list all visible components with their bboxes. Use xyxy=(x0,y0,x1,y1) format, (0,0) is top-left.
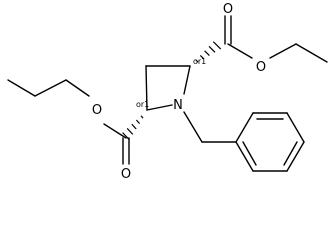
right-o-ch2-bond xyxy=(269,43,297,59)
right-ester-oxygen-label: O xyxy=(256,60,266,75)
left-ch2-ch3-bond xyxy=(34,79,67,97)
phenyl-inner-double-bond-3 xyxy=(242,141,257,166)
phenyl-ring xyxy=(235,112,305,172)
left-ester-oxygen-label: O xyxy=(92,103,102,118)
chemical-structure: N O O O O or1 or1 xyxy=(7,2,328,182)
left-ester-group xyxy=(7,79,144,165)
left-o-ch2-bond xyxy=(65,79,90,97)
right-ester-group xyxy=(195,15,328,63)
azetidine-ring xyxy=(145,65,191,111)
right-ester-c-o-bond xyxy=(227,43,253,59)
right-carbonyl-oxygen-label: O xyxy=(223,2,233,17)
ring-bond-c2-n xyxy=(183,65,191,95)
ring-nitrogen-label: N xyxy=(173,98,183,113)
left-stereo-label: or1 xyxy=(136,100,149,109)
phenyl-inner-double-bond-2 xyxy=(283,141,298,166)
n-ch2-bond xyxy=(183,111,203,143)
left-carbonyl-oxygen-label: O xyxy=(121,167,131,182)
ring-bond-c4-n xyxy=(146,104,173,111)
left-ch3-tail-bond xyxy=(7,79,36,97)
right-hashed-wedge-bond xyxy=(195,41,222,63)
left-ester-c-o-bond xyxy=(103,123,127,139)
right-stereo-label: or1 xyxy=(193,57,206,66)
ring-bond-ch2-c4 xyxy=(145,65,148,111)
right-ch2-ch3-bond xyxy=(295,43,328,63)
benzyl-group xyxy=(183,111,305,172)
left-hashed-wedge-bond xyxy=(122,115,144,141)
